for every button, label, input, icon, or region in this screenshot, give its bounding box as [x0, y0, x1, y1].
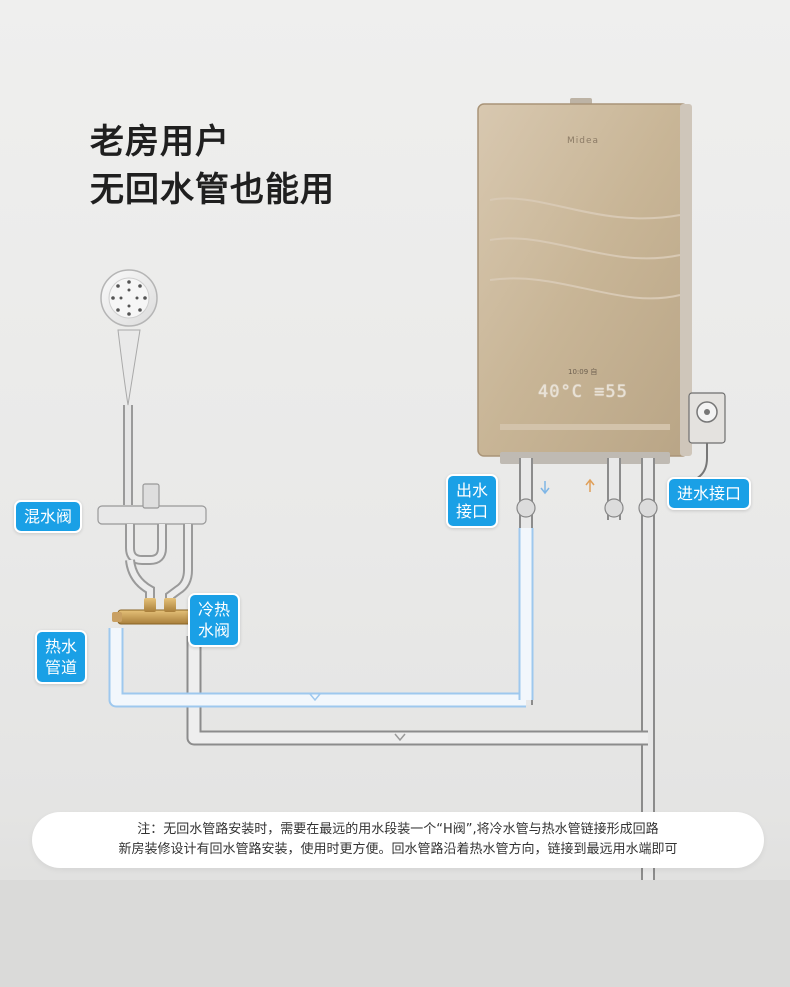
callout-water-outlet-line-1: 出水: [456, 481, 489, 500]
callout-water-outlet: 出水 接口: [446, 474, 499, 528]
cold-water-pipe: [186, 636, 648, 746]
headline: 老房用户 无回水管也能用: [90, 118, 335, 214]
callout-water-inlet-label: 进水接口: [677, 484, 742, 503]
note-line-1: 注：无回水管路安装时，需要在最远的用水段装一个“H阀”,将冷水管与热水管链接形成…: [137, 822, 659, 837]
callout-hot-water-pipe: 热水 管道: [35, 630, 88, 684]
hot-water-pipe: [108, 628, 526, 708]
flow-arrow-inlet: [585, 478, 595, 492]
callout-mixing-valve: 混水阀: [14, 500, 83, 533]
callout-hot-cold-valve: 冷热 水阀: [188, 593, 241, 647]
callout-hot-cold-valve-line-2: 水阀: [198, 621, 231, 640]
heater-display-readout: 40°C ≡55: [538, 382, 628, 402]
electrical-box: [688, 392, 726, 483]
headline-line-1: 老房用户: [90, 122, 230, 162]
callout-water-outlet-line-2: 接口: [456, 502, 489, 521]
heater-brand-logo: Midea: [567, 136, 600, 146]
mixing-valve: [97, 483, 207, 612]
callout-hot-water-pipe-line-1: 热水: [45, 637, 78, 656]
heater-small-label: 10:09 自: [568, 368, 598, 376]
shower-nozzles: [111, 280, 147, 316]
callout-water-inlet: 进水接口: [667, 477, 752, 510]
flow-arrow-outlet: [540, 481, 550, 495]
water-heater: [477, 98, 692, 464]
note-line-2: 新房装修设计有回水管路安装，使用时更方便。回水管路沿着热水管方向，链接到最远用水…: [118, 842, 678, 857]
shower: [100, 269, 158, 505]
callout-mixing-valve-label: 混水阀: [24, 507, 73, 526]
headline-line-2: 无回水管也能用: [90, 170, 335, 210]
installation-note: 注：无回水管路安装时，需要在最远的用水段装一个“H阀”,将冷水管与热水管链接形成…: [32, 812, 764, 868]
callout-hot-water-pipe-line-2: 管道: [45, 658, 78, 677]
callout-hot-cold-valve-line-1: 冷热: [198, 600, 231, 619]
